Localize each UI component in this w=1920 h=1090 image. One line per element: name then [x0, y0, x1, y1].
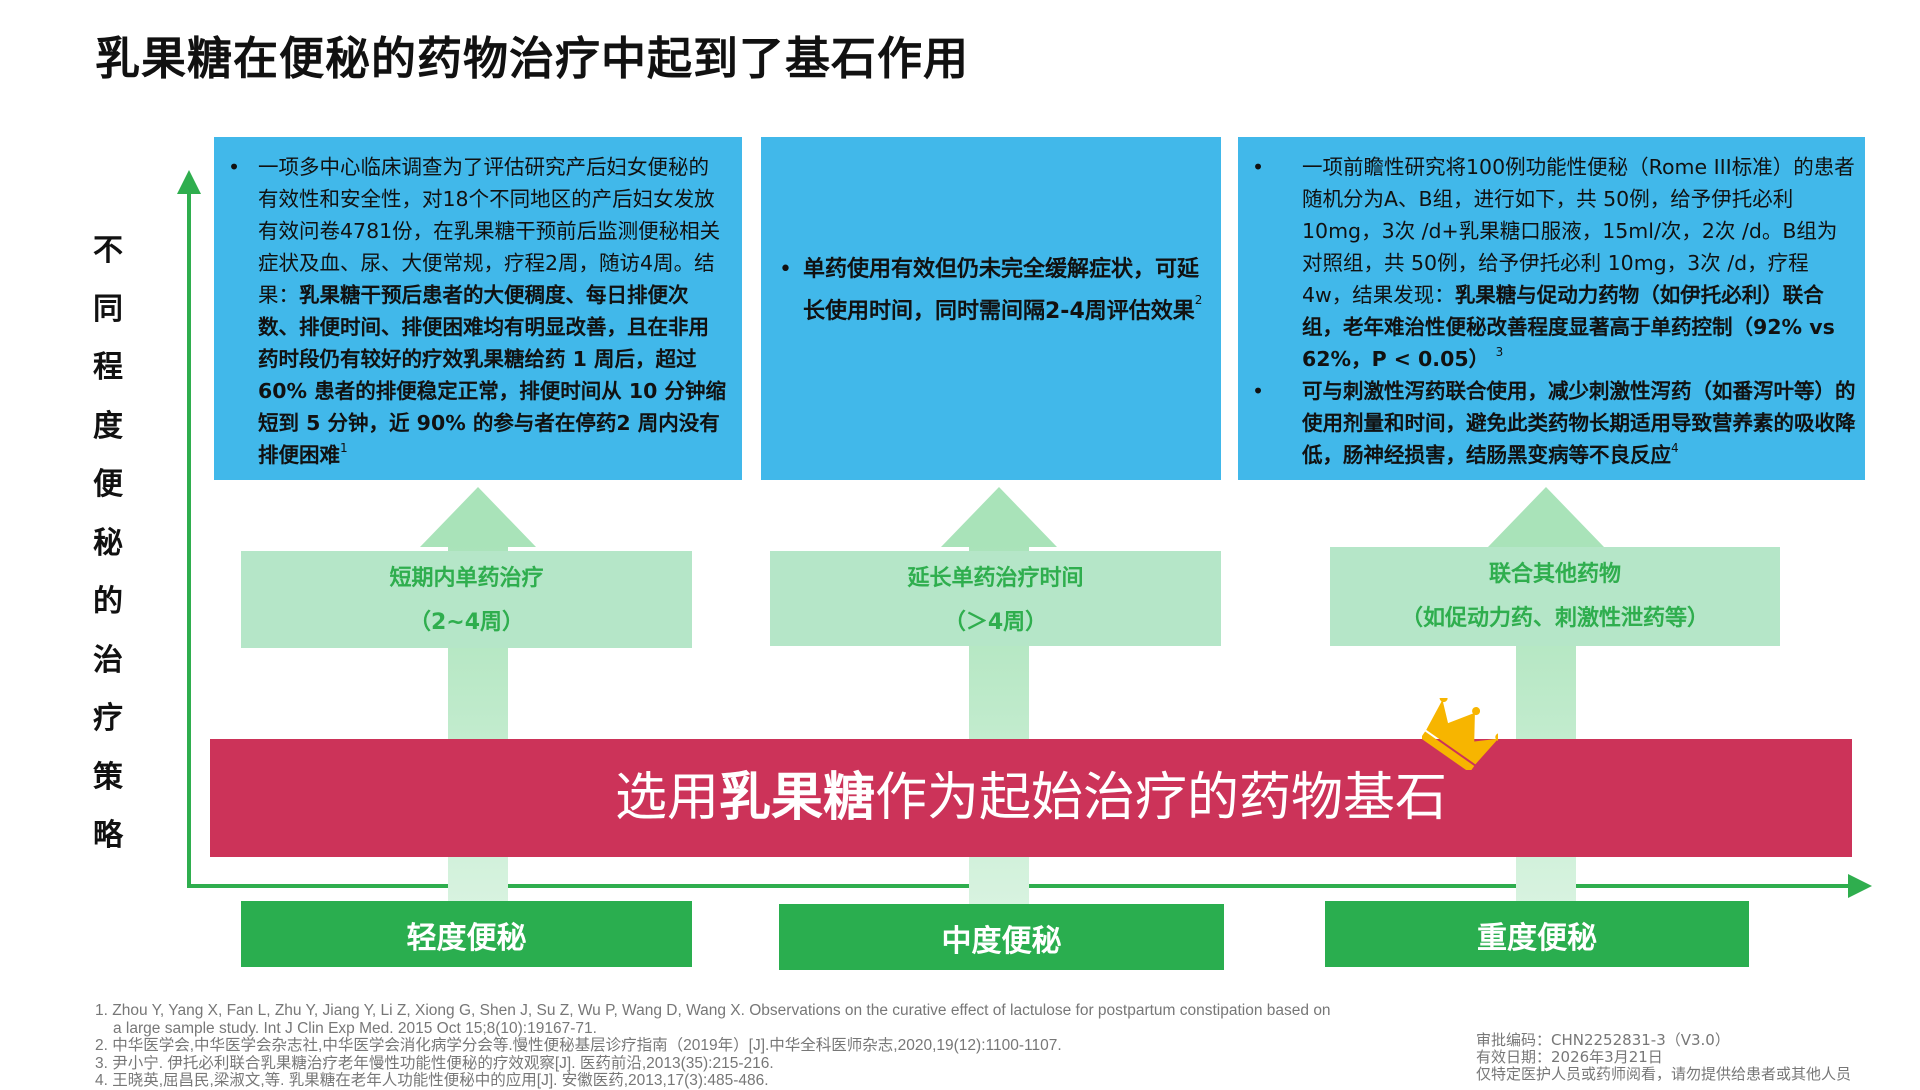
evidence-bullet: 一项多中心临床调查为了评估研究产后妇女便秘的有效性和安全性，对18个不同地区的产…: [228, 151, 728, 471]
reference-item: 3. 尹小宁. 伊托必利联合乳果糖治疗老年慢性功能性便秘的疗效观察[J]. 医药…: [95, 1054, 774, 1072]
arrow-up-icon: [941, 487, 1057, 547]
strategy-title: 延长单药治疗时间: [907, 566, 1084, 591]
strategy-detail: （＞4周）: [943, 610, 1048, 635]
evidence-highlight: 乳果糖干预后患者的大便稠度、每日排便次数、排便时间、排便困难均有明显改善，且在非…: [258, 283, 727, 467]
evidence-bullet: 单药使用有效但仍未完全缓解症状，可延长使用时间，同时需间隔2-4周评估效果2: [775, 249, 1211, 333]
strategy-label-moderate: 延长单药治疗时间 （＞4周）: [770, 551, 1221, 646]
y-axis-line: [187, 190, 191, 888]
arrow-right-icon: [1848, 874, 1872, 898]
axis-label-char: 略: [93, 818, 123, 853]
axis-label-char: 秘: [93, 525, 123, 561]
level-severe: 重度便秘: [1325, 901, 1749, 967]
level-moderate: 中度便秘: [779, 904, 1224, 970]
banner-text: 作为起始治疗的药物基石: [875, 768, 1448, 828]
strategy-title: 联合其他药物: [1488, 562, 1621, 587]
cornerstone-banner: 选用乳果糖作为起始治疗的药物基石: [210, 739, 1852, 857]
evidence-highlight: 可与刺激性泻药联合使用，减少刺激性泻药（如番泻叶等）的使用剂量和时间，避免此类药…: [1302, 379, 1856, 467]
strategy-label-mild: 短期内单药治疗 （2~4周）: [241, 551, 692, 648]
axis-label-char: 不: [93, 233, 123, 268]
arrow-up-icon: [177, 170, 201, 194]
evidence-highlight: 乳果糖与促动力药物（如伊托必利）联合组，老年难治性便秘改善程度显著高于单药控制（…: [1302, 283, 1835, 371]
axis-label-char: 程: [93, 350, 123, 385]
evidence-box-severe: 一项前瞻性研究将100例功能性便秘（Rome III标准）的患者随机分为A、B组…: [1238, 137, 1865, 480]
axis-label-char: 疗: [93, 701, 123, 736]
arrow-up-icon: [420, 487, 536, 547]
evidence-highlight: 单药使用有效但仍未完全缓解症状，可延长使用时间，同时需间隔2-4周评估效果: [803, 257, 1200, 324]
reference-item: 4. 王晓英,屈昌民,梁淑文,等. 乳果糖在老年人功能性便秘中的应用[J]. 安…: [95, 1072, 769, 1089]
references: 1. Zhou Y, Yang X, Fan L, Zhu Y, Jiang Y…: [95, 1002, 1331, 1090]
level-mild: 轻度便秘: [241, 901, 692, 967]
reference-item: 2. 中华医学会,中华医学会杂志社,中华医学会消化病学分会等.慢性便秘基层诊疗指…: [95, 1037, 1062, 1054]
citation-ref: 1: [340, 441, 348, 455]
valid-date: 有效日期：2026年3月21日: [1476, 1048, 1663, 1066]
axis-label-char: 策: [93, 759, 123, 795]
axis-label: 不 同 程 度 便 秘 的 治 疗 策 略: [90, 222, 126, 866]
axis-label-char: 便: [93, 467, 123, 502]
evidence-text: 一项前瞻性研究将100例功能性便秘（Rome III标准）的患者随机分为A、B组…: [1302, 155, 1855, 307]
strategy-detail: （如促动力药、刺激性泄药等）: [1400, 606, 1709, 631]
axis-label-char: 同: [93, 291, 123, 327]
evidence-bullet: 一项前瞻性研究将100例功能性便秘（Rome III标准）的患者随机分为A、B组…: [1252, 151, 1857, 375]
strategy-detail: （2~4周）: [408, 610, 525, 635]
page-title: 乳果糖在便秘的药物治疗中起到了基石作用: [95, 32, 970, 85]
reference-item: 1. Zhou Y, Yang X, Fan L, Zhu Y, Jiang Y…: [95, 1002, 1331, 1019]
axis-label-char: 度: [93, 408, 123, 444]
approval-code: 审批编码：CHN2252831-3（V3.0）: [1476, 1031, 1730, 1049]
reference-item: a large sample study. Int J Clin Exp Med…: [113, 1019, 597, 1037]
approval-info: 审批编码：CHN2252831-3（V3.0） 有效日期：2026年3月21日 …: [1476, 1032, 1851, 1083]
citation-ref: 2: [1194, 293, 1203, 307]
usage-notice: 仅特定医护人员或药师阅看，请勿提供给患者或其他人员: [1476, 1065, 1852, 1083]
evidence-box-moderate: 单药使用有效但仍未完全缓解症状，可延长使用时间，同时需间隔2-4周评估效果2: [761, 137, 1221, 480]
citation-ref: 3: [1495, 345, 1504, 359]
crown-icon: [1422, 698, 1498, 770]
banner-text: 选用: [614, 768, 719, 828]
banner-highlight: 乳果糖: [718, 768, 875, 828]
evidence-bullet: 可与刺激性泻药联合使用，减少刺激性泻药（如番泻叶等）的使用剂量和时间，避免此类药…: [1252, 375, 1857, 471]
axis-label-char: 的: [93, 584, 123, 619]
strategy-title: 短期内单药治疗: [389, 566, 544, 591]
evidence-box-mild: 一项多中心临床调查为了评估研究产后妇女便秘的有效性和安全性，对18个不同地区的产…: [214, 137, 742, 480]
axis-label-char: 治: [93, 642, 123, 678]
arrow-up-icon: [1488, 487, 1604, 547]
strategy-label-severe: 联合其他药物 （如促动力药、刺激性泄药等）: [1330, 547, 1780, 646]
citation-ref: 4: [1671, 441, 1679, 455]
evidence-text: 一项多中心临床调查为了评估研究产后妇女便秘的有效性和安全性，对18个不同地区的产…: [258, 155, 721, 307]
